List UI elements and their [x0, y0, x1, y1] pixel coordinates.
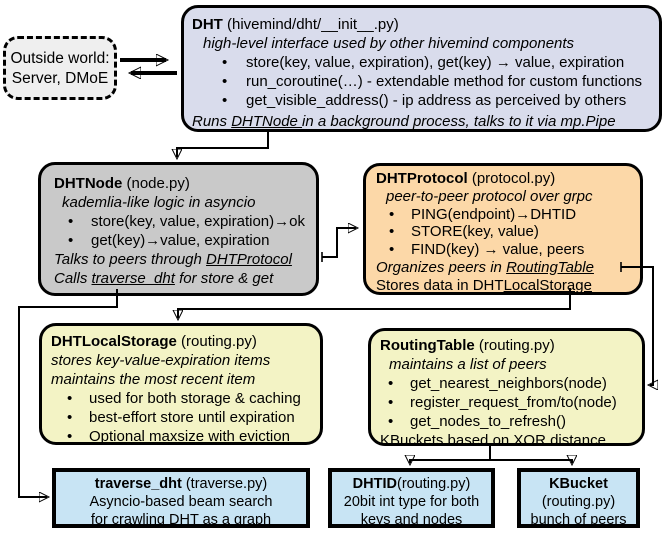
dhtprotocol-file: (protocol.py) [467, 170, 556, 187]
dhtnode-bullet: store(key, value, expiration)→ok [54, 212, 312, 231]
dhtlocalstorage-box: DHTLocalStorage (routing.py) stores key-… [39, 323, 323, 446]
dht-footer-pre: Runs [192, 113, 232, 130]
dht-footer-dhtnode-ref: DHTNode [231, 113, 303, 130]
dhtid-title: DHTID [352, 476, 397, 492]
dhtprotocol-localstorage-ref: LocalStorage [503, 276, 592, 294]
kbucket-title: KBucket [549, 476, 608, 492]
routingtable-subtitle: maintains a list of peers [389, 356, 547, 373]
dht-bullet: run_coroutine(…) - extendable method for… [192, 72, 653, 91]
dhtnode-title-line: DHTNode (node.py) [54, 174, 312, 193]
kbucket-file: (routing.py) [541, 494, 616, 510]
traverse-dht-title-line: traverse_dht (traverse.py) [56, 475, 306, 493]
routingtable-bullet: get_nearest_neighbors(node) [380, 374, 640, 393]
dht-bullet: get_visible_address() - ip address as pe… [192, 91, 653, 110]
dhtprotocol-routingtable-ref: RoutingTable [506, 258, 594, 276]
dhtid-title-line: DHTID(routing.py) [332, 475, 491, 493]
dhtprotocol-organizes-line: Organizes peers in RoutingTable [376, 259, 638, 277]
traverse-dht-line2: Asyncio-based beam search [89, 494, 273, 510]
routingtable-bullet-list: get_nearest_neighbors(node) register_req… [380, 374, 640, 431]
dht-title-line: DHT (hivemind/dht/__init__.py) [192, 15, 653, 34]
dht-footer-post: in a background process, talks to it via… [302, 113, 616, 130]
connector-dht-to-dhtnode [177, 129, 269, 157]
dhtnode-bullet: get(key)→value, expiration [54, 231, 312, 250]
kbucket-line3: bunch of peers [530, 512, 627, 528]
dht-title: DHT [192, 16, 223, 33]
routingtable-bullet: get_nodes_to_refresh() [380, 412, 640, 431]
dht-box: DHT (hivemind/dht/__init__.py) high-leve… [181, 5, 662, 132]
dht-file: (hivemind/dht/__init__.py) [222, 16, 399, 33]
dhtid-line2: 20bit int type for both [343, 494, 480, 510]
dhtnode-bullet-list: store(key, value, expiration)→ok get(key… [54, 212, 312, 250]
kbucket-box: KBucket (routing.py) bunch of peers [517, 468, 640, 528]
routingtable-title-line: RoutingTable (routing.py) [380, 336, 640, 355]
routingtable-bullet: register_request_from/to(node) [380, 393, 640, 412]
dhtprotocol-bullet: STORE(key, value) [376, 223, 638, 241]
connector-dhtnode-to-dhtprotocol [322, 228, 356, 258]
dhtlocalstorage-title: DHTLocalStorage [51, 333, 177, 350]
dhtid-line3: keys and nodes [360, 512, 463, 528]
outside-world-line1: Outside world: [10, 50, 110, 67]
dhtnode-traverse-ref: traverse_dht [91, 270, 175, 287]
dhtnode-title: DHTNode [54, 175, 123, 192]
dhtid-file: (routing.py) [396, 476, 471, 492]
dhtlocalstorage-bullet: best-effort store until expiration [51, 408, 318, 427]
dhtnode-subtitle: kademlia-like logic in asyncio [62, 194, 256, 211]
dhtprotocol-title-line: DHTProtocol (protocol.py) [376, 170, 638, 188]
dhtprotocol-organizes-pre: Organizes peers in [376, 258, 507, 276]
routingtable-footer: KBuckets based on XOR distance [380, 432, 606, 449]
traverse-dht-box: traverse_dht (traverse.py) Asyncio-based… [52, 468, 310, 528]
outside-world-box: Outside world: Server, DMoE [3, 36, 117, 100]
dhtprotocol-stores-pre: Stores data in DHT [376, 276, 504, 294]
dhtlocalstorage-bullet-list: used for both storage & caching best-eff… [51, 389, 318, 446]
dhtnode-box: DHTNode (node.py) kademlia-like logic in… [38, 162, 319, 296]
dhtid-box: DHTID(routing.py) 20bit int type for bot… [328, 468, 495, 528]
dhtnode-talks-pre: Talks to peers through [54, 251, 207, 268]
dhtprotocol-bullet: FIND(key) → value, peers [376, 241, 638, 259]
dhtprotocol-title: DHTProtocol [376, 170, 468, 187]
dhtlocalstorage-bullet: Optional maxsize with eviction [51, 427, 318, 446]
dhtnode-dhtprotocol-ref: DHTProtocol [206, 251, 292, 268]
traverse-dht-title: traverse_dht [94, 476, 182, 492]
dhtlocalstorage-bullet: used for both storage & caching [51, 389, 318, 408]
dhtnode-file: (node.py) [122, 175, 190, 192]
dhtprotocol-box: DHTProtocol (protocol.py) peer-to-peer p… [363, 163, 643, 295]
dhtlocalstorage-file: (routing.py) [176, 333, 257, 350]
dhtlocalstorage-title-line: DHTLocalStorage (routing.py) [51, 332, 318, 351]
dhtnode-calls-line: Calls traverse_dht for store & get [54, 269, 312, 288]
dhtnode-talks-line: Talks to peers through DHTProtocol [54, 250, 312, 269]
dhtprotocol-bullet-list: PING(endpoint)→DHTID STORE(key, value) F… [376, 206, 638, 259]
outside-world-line2: Server, DMoE [11, 70, 109, 87]
dhtnode-calls-pre: Calls [54, 270, 92, 287]
dhtlocalstorage-subtitle2: maintains the most recent item [51, 371, 256, 388]
routingtable-file: (routing.py) [474, 337, 555, 354]
dhtnode-calls-post: for store & get [174, 270, 274, 287]
routingtable-title: RoutingTable [380, 337, 475, 354]
traverse-dht-file: (traverse.py) [181, 476, 268, 492]
dhtprotocol-subtitle: peer-to-peer protocol over grpc [386, 187, 593, 205]
routingtable-box: RoutingTable (routing.py) maintains a li… [368, 328, 645, 449]
dhtprotocol-bullet: PING(endpoint)→DHTID [376, 206, 638, 224]
dht-footer: Runs DHTNode in a background process, ta… [192, 112, 653, 131]
dhtprotocol-stores-line: Stores data in DHTLocalStorage [376, 277, 638, 295]
dhtlocalstorage-subtitle1: stores key-value-expiration items [51, 352, 271, 369]
traverse-dht-line3: for crawling DHT as a graph [90, 512, 272, 528]
dht-bullet-list: store(key, value, expiration), get(key) … [192, 53, 653, 110]
dht-bullet: store(key, value, expiration), get(key) … [192, 53, 653, 72]
dht-subtitle: high-level interface used by other hivem… [203, 35, 575, 52]
